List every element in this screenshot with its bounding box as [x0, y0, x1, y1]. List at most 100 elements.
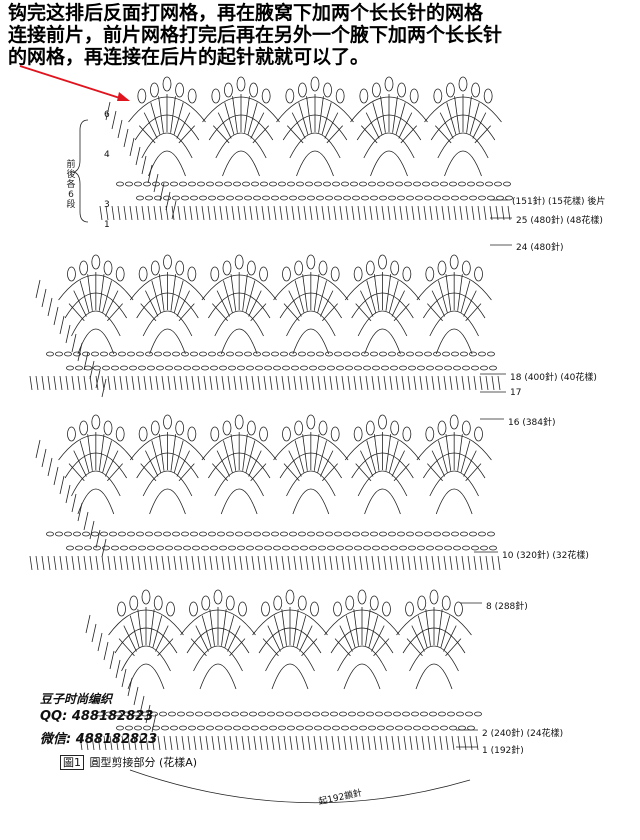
- base-stitch: [317, 555, 321, 571]
- chain-stitch: [451, 195, 459, 201]
- picot: [483, 88, 493, 104]
- fan-arc: [296, 150, 334, 177]
- chain-stitch: [485, 181, 493, 187]
- picot: [433, 88, 443, 104]
- row-label: 10 (320針) (32花樣): [502, 551, 589, 561]
- base-stitch: [85, 735, 89, 751]
- stitch-mark: [248, 290, 262, 317]
- chain-stitch: [325, 195, 333, 201]
- stitch-mark: [245, 280, 256, 314]
- stitch-mark: [250, 463, 267, 482]
- base-stitch: [425, 375, 429, 391]
- tall-stitch: [153, 173, 159, 193]
- fan-arc: [370, 150, 408, 177]
- chain-stitch: [195, 711, 203, 717]
- tall-stitch: [89, 360, 95, 380]
- chain-stitch: [312, 711, 320, 717]
- base-stitch: [147, 205, 151, 221]
- base-stitch: [233, 375, 237, 391]
- stitch-mark: [158, 434, 165, 471]
- chain-stitch: [262, 531, 270, 537]
- stitch-mark: [178, 463, 195, 482]
- stitch-mark: [170, 96, 176, 133]
- stitch-mark: [425, 609, 431, 646]
- chain-stitch: [314, 181, 322, 187]
- chain-stitch: [168, 711, 176, 717]
- chain-stitch: [226, 195, 234, 201]
- base-stitch: [113, 375, 117, 391]
- stitch-mark: [313, 274, 320, 311]
- picot: [402, 426, 412, 442]
- chain-stitch: [469, 351, 477, 357]
- base-stitch: [397, 735, 401, 751]
- stitch-mark: [324, 112, 339, 139]
- stitch-mark: [439, 112, 454, 139]
- picot: [471, 82, 480, 98]
- stitch-mark: [176, 112, 191, 139]
- picot: [474, 266, 483, 282]
- tall-stitch: [35, 439, 41, 459]
- chain-stitch: [237, 365, 245, 371]
- chain-stitch: [415, 531, 423, 537]
- base-stitch: [251, 375, 255, 391]
- tall-stitch: [47, 297, 53, 317]
- tall-stitch: [41, 448, 47, 468]
- stitch-mark: [221, 609, 227, 646]
- chain-stitch: [370, 195, 378, 201]
- chain-stitch: [397, 351, 405, 357]
- base-stitch: [485, 375, 489, 391]
- chain-stitch: [244, 195, 252, 201]
- chain-stitch: [422, 725, 430, 731]
- base-stitch: [101, 555, 105, 571]
- stitch-mark: [365, 609, 371, 646]
- chain-stitch: [154, 195, 162, 201]
- picot: [79, 260, 89, 276]
- base-stitch: [151, 735, 155, 751]
- base-stitch: [395, 555, 399, 571]
- chain-stitch: [204, 711, 212, 717]
- base-stitch: [353, 555, 357, 571]
- chain-stitch: [377, 181, 385, 187]
- stitch-mark: [129, 615, 140, 649]
- picot: [461, 260, 471, 276]
- stitch-mark: [296, 615, 307, 649]
- stitch-mark: [373, 638, 390, 657]
- chain-stitch: [296, 181, 304, 187]
- base-stitch: [103, 735, 107, 751]
- chain-stitch: [417, 545, 425, 551]
- base-stitch: [437, 555, 441, 571]
- picot: [129, 595, 139, 611]
- tall-stitch: [121, 668, 127, 688]
- base-stitch: [111, 205, 115, 221]
- chain-stitch: [417, 365, 425, 371]
- base-stitch: [273, 205, 277, 221]
- chain-stitch: [316, 531, 324, 537]
- base-stitch: [113, 555, 117, 571]
- stitch-mark: [232, 96, 238, 133]
- stitch-mark: [178, 303, 195, 322]
- picot: [306, 414, 316, 430]
- chain-stitch: [350, 725, 358, 731]
- picot: [246, 260, 256, 276]
- chain-stitch: [413, 725, 421, 731]
- stitch-mark: [102, 280, 112, 314]
- chain-stitch: [84, 545, 92, 551]
- chain-stitch: [129, 545, 137, 551]
- base-stitch: [385, 735, 389, 751]
- chain-stitch: [474, 711, 482, 717]
- base-stitch: [53, 555, 57, 571]
- chain-stitch: [134, 725, 142, 731]
- chain-stitch: [300, 365, 308, 371]
- picot: [306, 254, 316, 270]
- tall-stitch: [35, 279, 41, 299]
- stitch-mark: [262, 638, 279, 657]
- stitch-mark: [229, 638, 246, 657]
- chain-stitch: [449, 181, 457, 187]
- chain-stitch: [413, 181, 421, 187]
- figure-number: 圖1: [60, 755, 84, 770]
- chain-stitch: [226, 531, 234, 537]
- base-stitch: [477, 205, 481, 221]
- chain-stitch: [289, 351, 297, 357]
- tall-stitch: [97, 632, 103, 652]
- chain-stitch: [102, 545, 110, 551]
